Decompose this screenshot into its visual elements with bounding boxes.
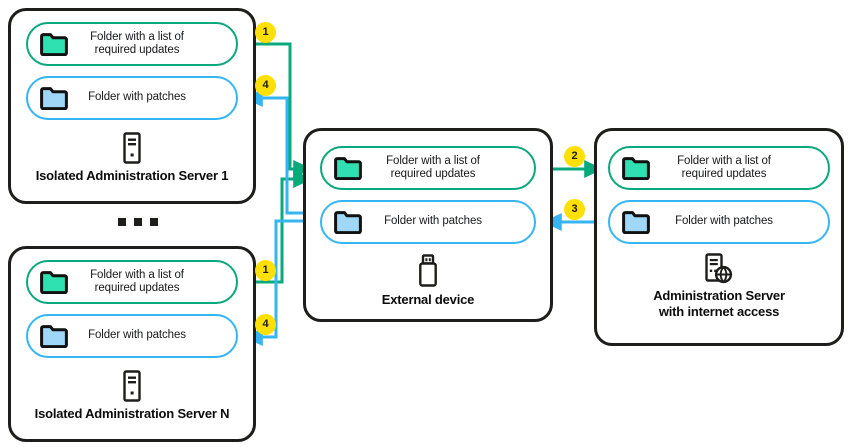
folder-pill-label: Folder with a list of required updates — [90, 30, 184, 57]
folder-pill-updates-admin[interactable]: Folder with a list of required updates — [608, 146, 830, 190]
folder-icon — [40, 324, 68, 348]
ellipsis-dot — [150, 218, 158, 226]
folder-icon — [40, 32, 68, 56]
folder-pill-updates-ison[interactable]: Folder with a list of required updates — [26, 260, 238, 304]
folder-icon — [334, 210, 362, 234]
connector-step-1-bottom — [240, 170, 313, 284]
folder-pill-label: Folder with patches — [675, 215, 773, 228]
node-caption-isolated-server-n: Isolated Administration Server N — [34, 406, 230, 421]
step-badge-4-top: 4 — [255, 75, 276, 96]
folder-icon — [40, 270, 68, 294]
folder-icon — [622, 156, 650, 180]
folder-pill-updates-iso1[interactable]: Folder with a list of required updates — [26, 22, 238, 66]
connector-step-1-top — [240, 42, 313, 178]
folder-pill-patches-external[interactable]: Folder with patches — [320, 200, 536, 244]
step-badge-2: 2 — [564, 146, 585, 167]
ellipsis-dot — [134, 218, 142, 226]
usb-flash-drive-icon — [408, 252, 448, 292]
connector-step-4-top — [243, 89, 318, 215]
folder-pill-label: Folder with a list of required updates — [386, 154, 480, 181]
connector-step-4-bottom — [243, 219, 318, 346]
folder-pill-patches-admin[interactable]: Folder with patches — [608, 200, 830, 244]
folder-pill-label: Folder with patches — [88, 91, 186, 104]
node-caption-administration-server: Administration Server with internet acce… — [653, 288, 785, 319]
ellipsis-indicator — [118, 216, 158, 228]
folder-pill-updates-external[interactable]: Folder with a list of required updates — [320, 146, 536, 190]
folder-pill-label: Folder with patches — [384, 215, 482, 228]
step-badge-1-bottom: 1 — [255, 260, 276, 281]
step-badge-1-top: 1 — [255, 22, 276, 43]
folder-icon — [334, 156, 362, 180]
folder-icon — [622, 210, 650, 234]
server-icon — [112, 128, 152, 168]
node-caption-external-device: External device — [381, 292, 475, 307]
folder-icon — [40, 86, 68, 110]
folder-pill-label: Folder with patches — [88, 329, 186, 342]
server-with-globe-icon — [697, 250, 737, 290]
ellipsis-dot — [118, 218, 126, 226]
step-badge-3: 3 — [564, 199, 585, 220]
node-caption-isolated-server-1: Isolated Administration Server 1 — [35, 168, 229, 183]
server-icon — [112, 366, 152, 406]
folder-pill-patches-ison[interactable]: Folder with patches — [26, 314, 238, 358]
folder-pill-patches-iso1[interactable]: Folder with patches — [26, 76, 238, 120]
folder-pill-label: Folder with a list of required updates — [90, 268, 184, 295]
folder-pill-label: Folder with a list of required updates — [677, 154, 771, 181]
step-badge-4-bottom: 4 — [255, 314, 276, 335]
